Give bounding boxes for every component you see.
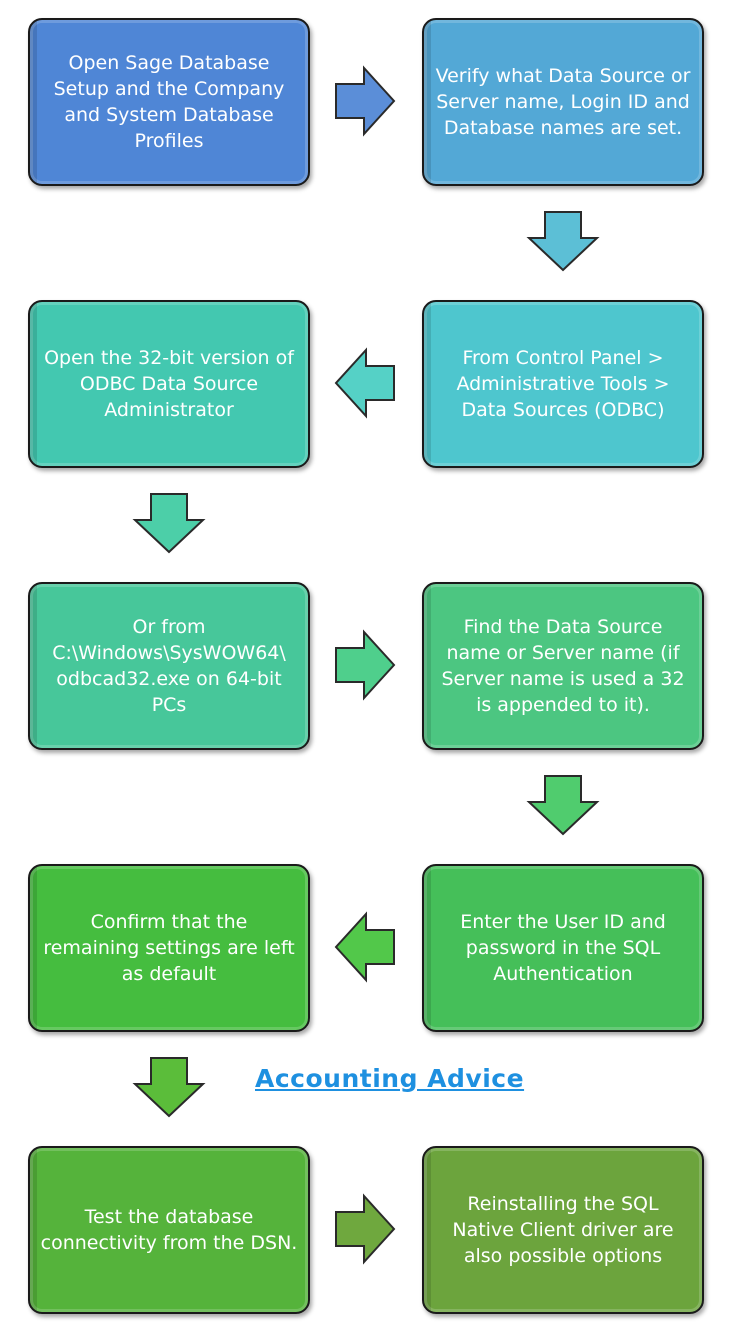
step-10-box: Reinstalling the SQL Native Client drive… bbox=[422, 1146, 704, 1314]
step-9-box: Test the database connectivity from the … bbox=[28, 1146, 310, 1314]
step-1-box: Open Sage Database Setup and the Company… bbox=[28, 18, 310, 186]
step-5-box: Or from C:\Windows\SysWOW64\ odbcad32.ex… bbox=[28, 582, 310, 750]
arrow-7-shape bbox=[334, 911, 395, 983]
step-10-text: Reinstalling the SQL Native Client drive… bbox=[452, 1193, 674, 1267]
arrow-down-icon bbox=[132, 1057, 206, 1118]
arrow-right-icon bbox=[335, 1193, 396, 1265]
arrow-down-icon bbox=[132, 493, 206, 554]
arrow-6-shape bbox=[526, 775, 600, 836]
arrow-down-icon bbox=[526, 775, 600, 836]
arrow-2-shape bbox=[526, 211, 600, 272]
arrow-left-icon bbox=[334, 347, 395, 419]
step-2-text: Verify what Data Source or Server name, … bbox=[435, 65, 691, 139]
step-8-text: Confirm that the remaining settings are … bbox=[43, 911, 295, 985]
arrow-down-icon bbox=[526, 211, 600, 272]
step-6-text: Find the Data Source name or Server name… bbox=[441, 616, 685, 716]
arrow-1-shape bbox=[335, 65, 396, 137]
step-7-box: Enter the User ID and password in the SQ… bbox=[422, 864, 704, 1032]
arrow-5-shape bbox=[335, 629, 396, 701]
arrow-9-shape bbox=[335, 1193, 396, 1265]
arrow-right-icon bbox=[335, 65, 396, 137]
arrow-4-shape bbox=[132, 493, 206, 554]
step-3-box: From Control Panel > Administrative Tool… bbox=[422, 300, 704, 468]
arrow-right-icon bbox=[335, 629, 396, 701]
step-5-text: Or from C:\Windows\SysWOW64\ odbcad32.ex… bbox=[52, 616, 286, 716]
step-7-text: Enter the User ID and password in the SQ… bbox=[460, 911, 666, 985]
step-8-box: Confirm that the remaining settings are … bbox=[28, 864, 310, 1032]
step-3-text: From Control Panel > Administrative Tool… bbox=[456, 347, 670, 421]
arrow-3-shape bbox=[334, 347, 395, 419]
arrow-left-icon bbox=[334, 911, 395, 983]
step-1-text: Open Sage Database Setup and the Company… bbox=[53, 52, 285, 152]
step-2-box: Verify what Data Source or Server name, … bbox=[422, 18, 704, 186]
arrow-8-shape bbox=[132, 1057, 206, 1118]
step-4-box: Open the 32-bit version of ODBC Data Sou… bbox=[28, 300, 310, 468]
watermark-link[interactable]: Accounting Advice bbox=[255, 1064, 525, 1093]
step-6-box: Find the Data Source name or Server name… bbox=[422, 582, 704, 750]
step-4-text: Open the 32-bit version of ODBC Data Sou… bbox=[44, 347, 294, 421]
step-9-text: Test the database connectivity from the … bbox=[40, 1206, 298, 1254]
